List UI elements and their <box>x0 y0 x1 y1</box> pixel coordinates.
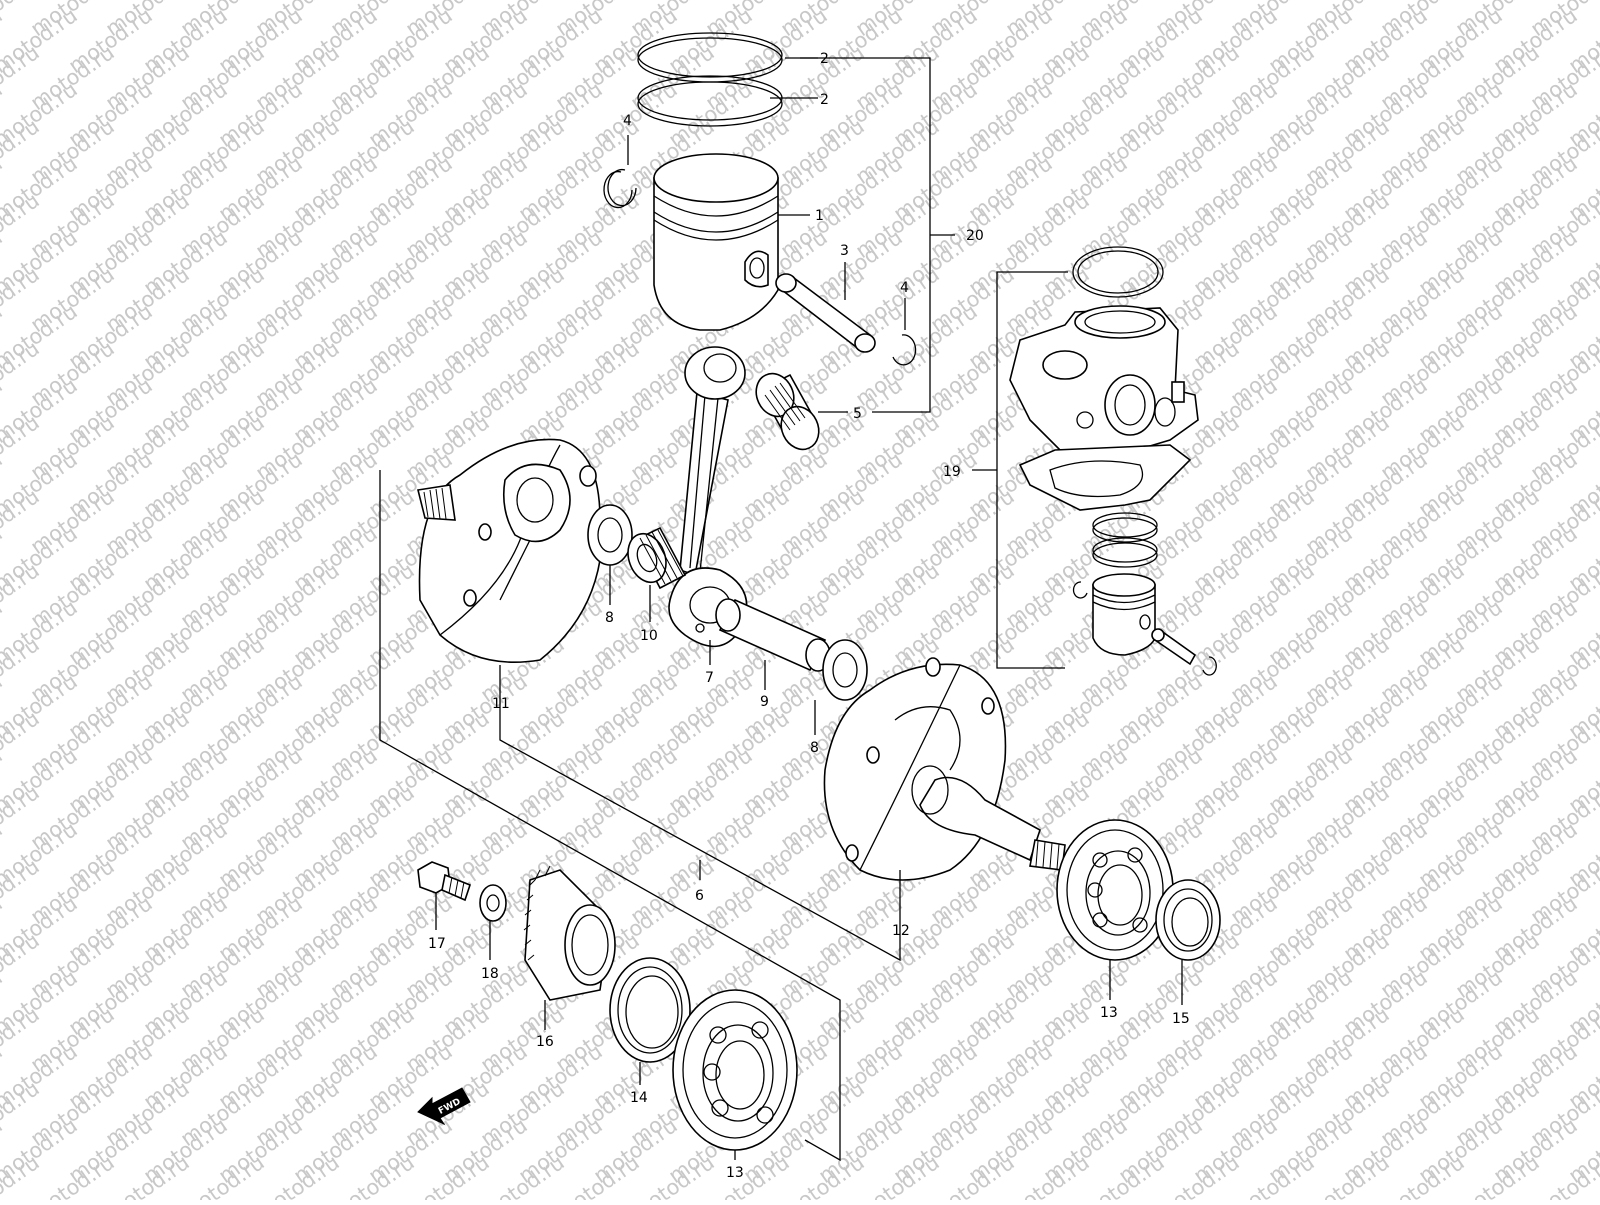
callout-6: 6 <box>695 888 704 904</box>
ball-bearing-left <box>672 989 798 1151</box>
callout-8-right: 8 <box>810 740 819 756</box>
callout-8-left: 8 <box>605 610 614 626</box>
callout-18: 18 <box>481 966 499 982</box>
callout-1: 1 <box>815 208 824 224</box>
callout-11: 11 <box>492 696 510 712</box>
callout-4-right: 4 <box>900 280 909 296</box>
callout-9: 9 <box>760 694 769 710</box>
callout-5: 5 <box>853 406 862 422</box>
callout-7: 7 <box>705 670 714 686</box>
callout-13-left: 13 <box>726 1165 744 1181</box>
callout-4-left: 4 <box>623 113 632 129</box>
thrust-washer-right <box>822 639 868 701</box>
callout-2-upper: 2 <box>820 51 829 67</box>
callout-12: 12 <box>892 923 910 939</box>
oil-seal-right <box>1155 879 1221 961</box>
callout-16: 16 <box>536 1034 554 1050</box>
callout-2-lower: 2 <box>820 92 829 108</box>
piston <box>653 153 779 331</box>
callout-13-right: 13 <box>1100 1005 1118 1021</box>
callout-20: 20 <box>966 228 984 244</box>
callout-17: 17 <box>428 936 446 952</box>
callout-10: 10 <box>640 628 658 644</box>
callout-14: 14 <box>630 1090 648 1106</box>
callout-15: 15 <box>1172 1011 1190 1027</box>
washer <box>479 884 507 922</box>
thrust-washer-left <box>587 504 633 566</box>
ball-bearing-right <box>1056 819 1174 961</box>
callout-3: 3 <box>840 243 849 259</box>
callout-19: 19 <box>943 464 961 480</box>
